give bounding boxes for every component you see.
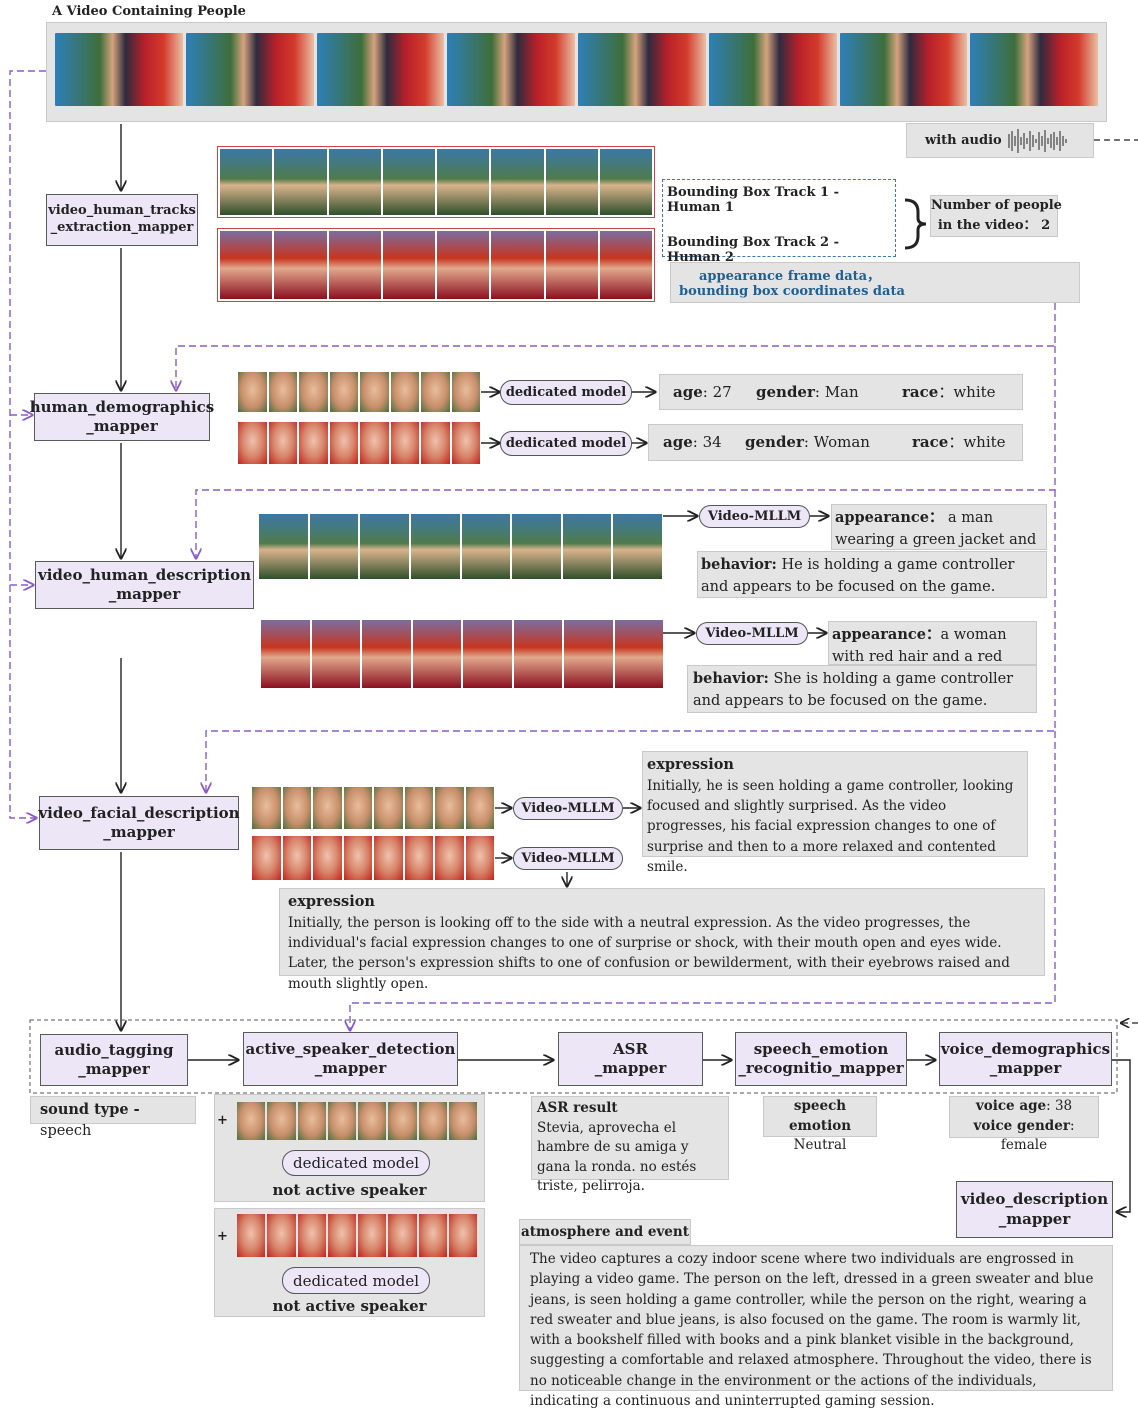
h2-behavior: behavior: She is holding a game controll… bbox=[687, 665, 1037, 713]
track1-strip bbox=[217, 146, 655, 218]
atmosphere-title: atmosphere and event bbox=[519, 1219, 691, 1245]
track2-label: Bounding Box Track 2 - Human 2 bbox=[667, 235, 840, 265]
plus-icon: + bbox=[217, 1229, 228, 1244]
audio-badge: with audio bbox=[906, 123, 1094, 158]
speech-emotion-box: speech emotion Neutral bbox=[763, 1096, 877, 1153]
dedicated-model-2: dedicated model bbox=[500, 431, 632, 456]
audio-tagging-mapper[interactable]: audio_tagging _mapper bbox=[40, 1034, 188, 1086]
mllm-h2-facial: Video-MLLM bbox=[513, 847, 623, 870]
active-speaker-mapper[interactable]: active_speaker_detection _mapper bbox=[243, 1032, 458, 1086]
h2-appearance: appearance：a woman with red hair and a r… bbox=[828, 621, 1037, 687]
dedicated-model-cand2: dedicated model bbox=[282, 1267, 430, 1294]
h2-expression-box: expression Initially, the person is look… bbox=[279, 888, 1045, 992]
bbox-track-panel: Bounding Box Track 1 - Human 1 Bounding … bbox=[662, 179, 896, 265]
video-frame bbox=[55, 33, 183, 106]
not-active-label-1: not active speaker bbox=[272, 1181, 427, 1199]
audio-label: with audio bbox=[925, 133, 1002, 148]
speech-emotion-mapper[interactable]: speech_emotion _recognitio_mapper bbox=[735, 1032, 907, 1086]
facial-description-mapper[interactable]: video_facial_description _mapper bbox=[38, 796, 240, 850]
video-frame bbox=[839, 33, 968, 106]
h2-demographics-result: age: 34 gender: Woman race：white bbox=[648, 424, 1023, 461]
video-frame bbox=[708, 33, 837, 106]
video-frame bbox=[578, 33, 706, 106]
human-description-mapper[interactable]: video_human_description _mapper bbox=[35, 561, 254, 609]
h2-facial-strip bbox=[252, 836, 494, 880]
voice-demographics-box: voice age: 38 voice gender: female bbox=[949, 1096, 1099, 1153]
h2-face-strip bbox=[238, 422, 480, 464]
h1-expression-box: expression Initially, he is seen holding… bbox=[642, 751, 1028, 875]
asr-result-box: ASR result Stevia, aprovecha el hambre d… bbox=[531, 1096, 729, 1194]
video-title: A Video Containing People bbox=[52, 4, 246, 19]
plus-icon: + bbox=[217, 1113, 228, 1128]
voice-demographics-mapper[interactable]: voice_demographics _mapper bbox=[939, 1032, 1112, 1086]
mllm-h1-desc: Video-MLLM bbox=[699, 505, 810, 528]
speaker-candidate-1: + dedicated model not active speaker bbox=[214, 1094, 485, 1202]
people-count: Number of people in the video： 2 bbox=[930, 195, 1062, 237]
speaker-candidate-2: + dedicated model not active speaker bbox=[214, 1208, 485, 1317]
dedicated-model-1: dedicated model bbox=[500, 380, 632, 405]
h1-desc-strip bbox=[259, 514, 662, 579]
h2-desc-strip bbox=[261, 620, 663, 688]
video-frame bbox=[185, 33, 314, 106]
mllm-h2-desc: Video-MLLM bbox=[696, 622, 808, 645]
asr-mapper[interactable]: ASR _mapper bbox=[558, 1032, 703, 1086]
not-active-label-2: not active speaker bbox=[272, 1297, 427, 1315]
video-frame bbox=[447, 33, 575, 106]
h1-appearance: appearance： a man wearing a green jacket… bbox=[831, 504, 1047, 570]
atmosphere-text: The video captures a cozy indoor scene w… bbox=[519, 1245, 1113, 1409]
video-frame bbox=[970, 33, 1098, 106]
sound-type-box: sound type - speech bbox=[30, 1096, 196, 1139]
waveform-icon bbox=[1008, 128, 1067, 153]
h1-face-strip bbox=[238, 372, 480, 412]
tracks-extraction-mapper[interactable]: video_human_tracks _extraction_mapper bbox=[46, 194, 198, 246]
dedicated-model-cand1: dedicated model bbox=[282, 1150, 430, 1176]
h1-behavior: behavior: He is holding a game controlle… bbox=[697, 551, 1047, 598]
human-demographics-mapper[interactable]: human_demographics _mapper bbox=[30, 393, 214, 441]
data-note-box: appearance frame data， bounding box coor… bbox=[670, 262, 1080, 303]
video-frame bbox=[316, 33, 445, 106]
track2-strip bbox=[217, 228, 655, 302]
h1-demographics-result: age: 27 gender: Man race：white bbox=[659, 374, 1023, 410]
mllm-h1-facial: Video-MLLM bbox=[513, 797, 623, 820]
video-strip bbox=[46, 22, 1107, 122]
data-note-1: appearance frame data， bbox=[699, 269, 881, 284]
data-note-2: bounding box coordinates data bbox=[679, 284, 905, 299]
video-description-mapper[interactable]: video_description _mapper bbox=[956, 1181, 1113, 1238]
h1-facial-strip bbox=[252, 787, 494, 829]
track1-label: Bounding Box Track 1 - Human 1 bbox=[667, 185, 840, 215]
